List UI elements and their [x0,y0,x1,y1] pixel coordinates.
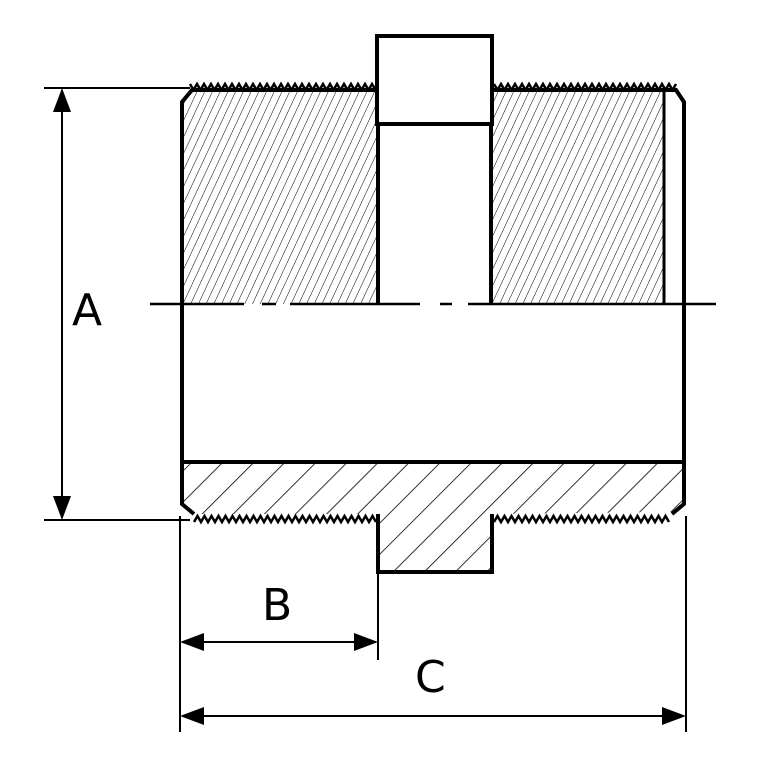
dimension-a-label: A [72,285,102,336]
dimension-c [179,516,687,732]
left-thread-hatch [184,92,377,304]
thread-teeth [188,81,678,525]
dimension-a [44,87,190,521]
section-hatch [182,462,684,572]
dimension-b-label: B [262,580,292,631]
right-thread-hatch [492,92,664,304]
dimension-c-label: C [415,652,446,703]
dimension-b [179,516,379,660]
hex-flat [375,34,494,126]
